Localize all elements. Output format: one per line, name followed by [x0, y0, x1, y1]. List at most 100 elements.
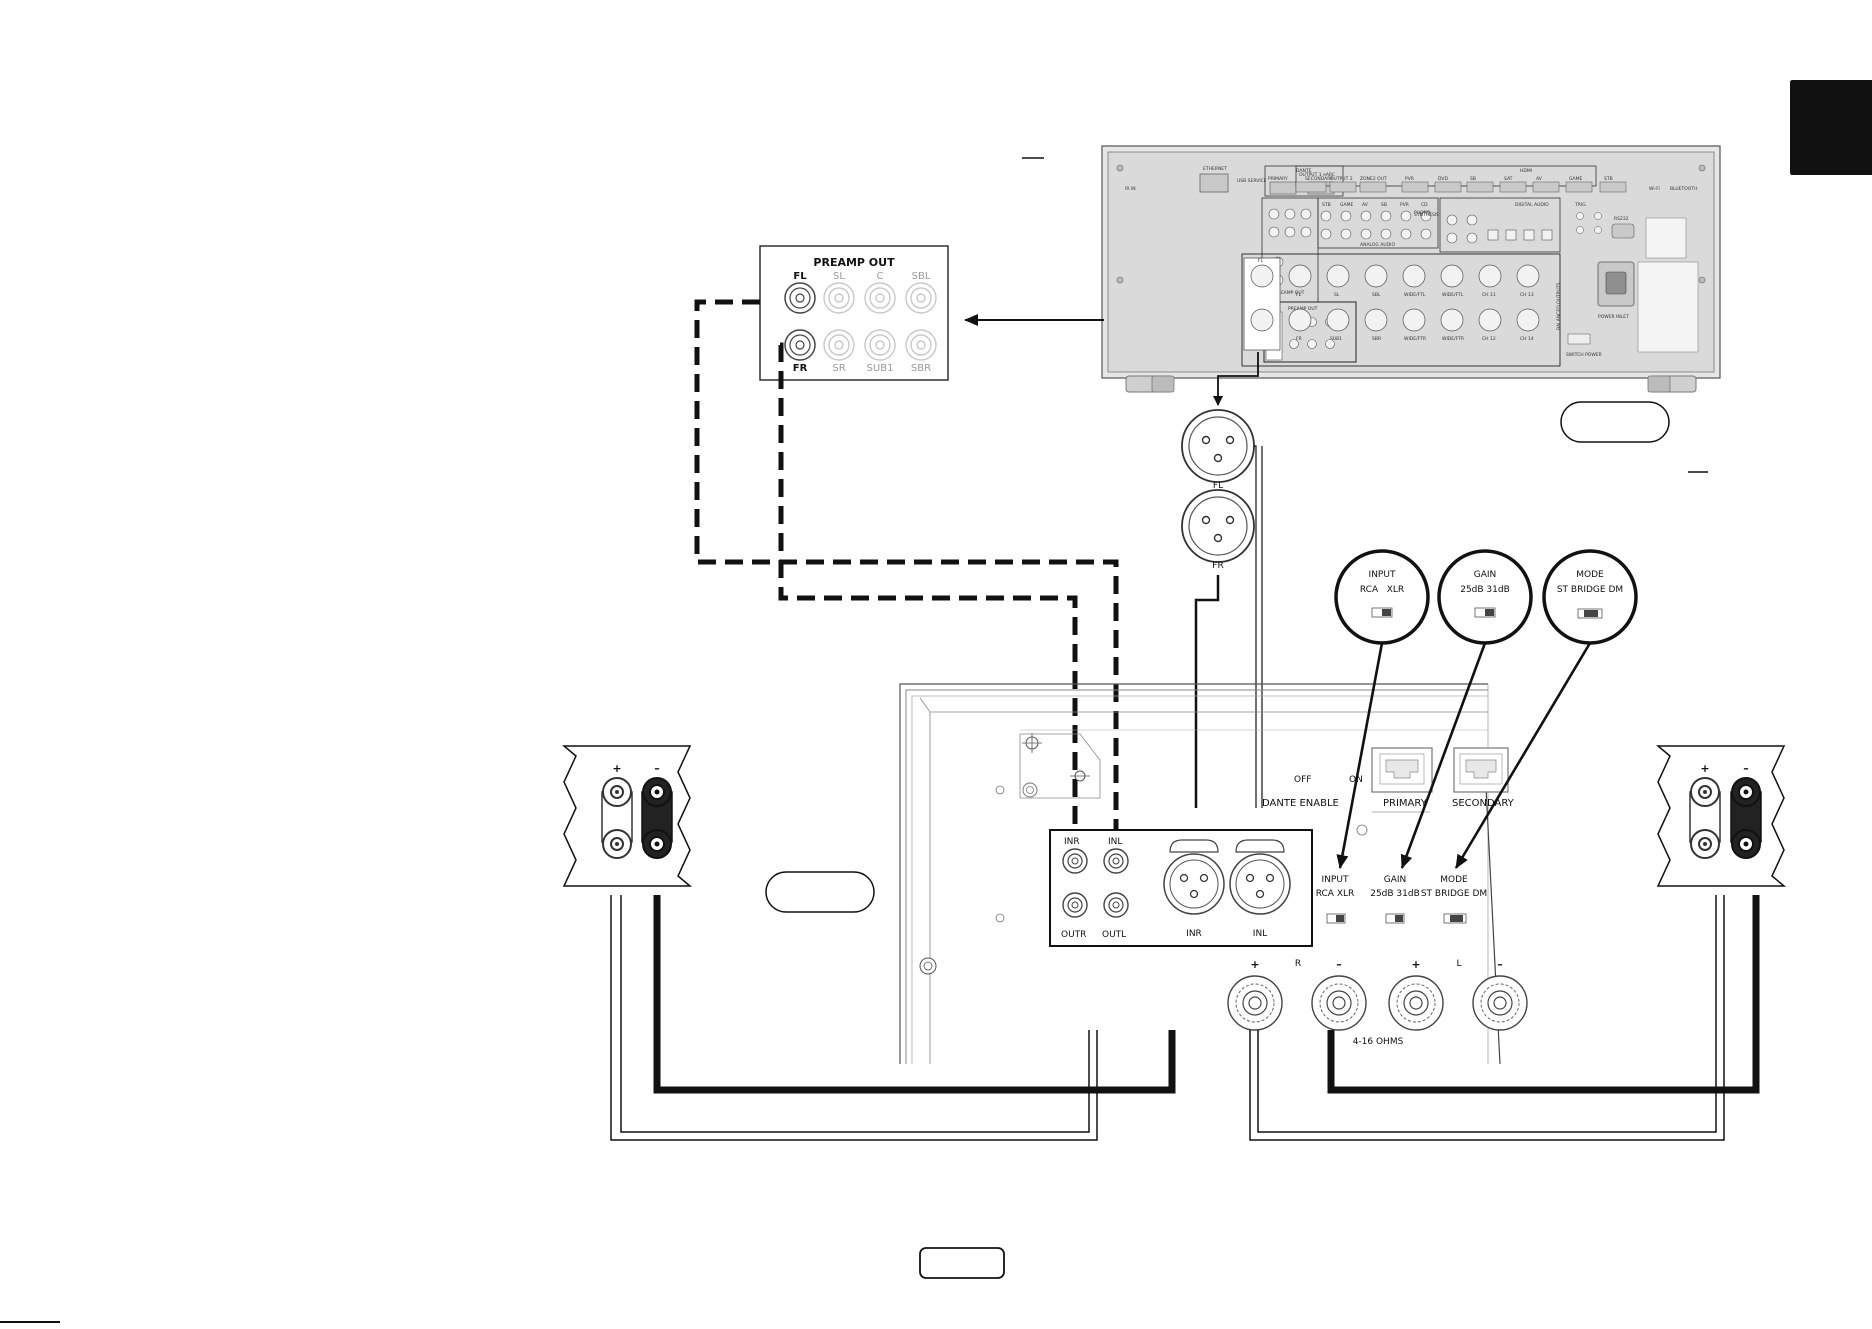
amp-rca-outr-jack[interactable]	[1062, 892, 1088, 918]
xlr-fr-connector[interactable]	[1181, 489, 1255, 563]
svg-text:STB: STB	[1604, 176, 1613, 182]
av-receiver-rear-panel: IR IN ETHERNET USB SERVICE DANTE PRIMARY…	[1101, 145, 1721, 393]
preamp-fr-jack[interactable]	[784, 329, 816, 361]
svg-text:WIDE/FTR: WIDE/FTR	[1442, 336, 1464, 342]
receiver-preamp-out-lower: PREAMP OUT	[1288, 306, 1318, 312]
right-speaker-plus-post-top[interactable]	[1690, 777, 1720, 807]
amplifier-pill-label	[765, 871, 875, 913]
input-callout-title: INPUT	[1369, 570, 1396, 580]
svg-text:AV: AV	[1362, 202, 1369, 208]
xlr-fr-label: FR	[1212, 561, 1223, 571]
preamp-out-callout: PREAMP OUT FL SL C SBL FR SR SUB1 SBR	[759, 245, 949, 381]
chapter-tab	[1790, 80, 1872, 175]
left-speaker-plus-label: +	[612, 762, 621, 775]
dante-primary-label: PRIMARY	[1383, 798, 1428, 809]
right-speaker-plus-label: +	[1700, 762, 1709, 775]
svg-text:DVD: DVD	[1438, 176, 1448, 182]
receiver-usb-label: USB SERVICE	[1237, 178, 1267, 184]
arrow-gain-callout	[1400, 642, 1487, 869]
right-speaker-terminal: + –	[1655, 745, 1787, 887]
svg-text:GAME: GAME	[1340, 202, 1353, 208]
amp-rca-inr-label: INR	[1064, 837, 1080, 847]
amp-xlr-inr-label: INR	[1186, 929, 1202, 939]
preamp-fl-jack[interactable]	[784, 282, 816, 314]
svg-text:SUB1: SUB1	[1330, 336, 1342, 342]
amp-l-plus-label: +	[1411, 958, 1420, 971]
amp-r-plus-label: +	[1250, 958, 1259, 971]
amp-xlr-inr-jack[interactable]	[1163, 839, 1225, 915]
rca-cable-fl	[694, 299, 1119, 845]
receiver-ethernet-port[interactable]	[1199, 173, 1229, 193]
left-speaker-plus-post-bottom[interactable]	[602, 829, 632, 859]
right-speaker-negative-cable	[1327, 895, 1760, 1094]
svg-text:SB: SB	[1470, 176, 1476, 182]
input-callout-options: RCA XLR	[1360, 585, 1404, 595]
svg-text:FR: FR	[1296, 336, 1302, 342]
left-speaker-minus-post-bottom[interactable]	[642, 829, 672, 859]
figure-number-box	[919, 1247, 1005, 1279]
right-speaker-minus-post-top[interactable]	[1731, 777, 1761, 807]
dante-off-label: OFF	[1294, 775, 1311, 785]
preamp-unused-jacks-bottom	[823, 329, 937, 361]
right-speaker-minus-post-bottom[interactable]	[1731, 829, 1761, 859]
amp-post-r-minus[interactable]	[1311, 975, 1367, 1031]
preamp-sbr-label: SBR	[911, 363, 931, 374]
left-speaker-plus-post-top[interactable]	[602, 777, 632, 807]
receiver-xlr-labels-bottom: FR SUB1 SBR WIDE/FTR WIDE/FTR CH 12 CH 1…	[1296, 336, 1534, 342]
arrow-receiver-to-xlr	[1213, 352, 1259, 406]
amp-gain-options: 25dB 31dB	[1370, 889, 1420, 899]
xlr-fl-cable	[1254, 445, 1263, 808]
svg-text:CH 12: CH 12	[1482, 336, 1496, 342]
amp-post-l-plus[interactable]	[1388, 975, 1444, 1031]
svg-text:GAME: GAME	[1569, 176, 1582, 182]
xlr-fl-connector[interactable]	[1181, 409, 1255, 483]
left-speaker-positive-cable	[610, 895, 1098, 1141]
amp-input-options: RCA XLR	[1316, 889, 1355, 899]
amp-mode-options: ST BRIDGE DM	[1421, 889, 1487, 899]
svg-text:CH 13: CH 13	[1520, 292, 1534, 298]
amp-rca-outl-jack[interactable]	[1103, 892, 1129, 918]
amp-rca-inl-jack[interactable]	[1103, 848, 1129, 874]
mode-callout-options: ST BRIDGE DM	[1557, 585, 1623, 595]
amp-post-r-plus[interactable]	[1227, 975, 1283, 1031]
receiver-power-inlet-label: POWER INLET	[1598, 314, 1629, 320]
receiver-digital-audio-label: DIGITAL AUDIO	[1515, 202, 1549, 208]
gain-callout-options: 25dB 31dB	[1460, 585, 1510, 595]
receiver-rs232-port[interactable]	[1611, 223, 1635, 239]
amp-rca-inr-jack[interactable]	[1062, 848, 1088, 874]
svg-text:WIDE/FTL: WIDE/FTL	[1442, 292, 1464, 298]
xlr-fl-label: FL	[1213, 481, 1223, 491]
svg-text:SB: SB	[1381, 202, 1387, 208]
preamp-fl-label: FL	[793, 271, 807, 282]
receiver-dante-primary: PRIMARY	[1268, 176, 1288, 182]
preamp-sr-label: SR	[832, 363, 845, 374]
right-speaker-plus-post-bottom[interactable]	[1690, 829, 1720, 859]
receiver-pill-label	[1560, 401, 1670, 443]
preamp-sbl-label: SBL	[912, 271, 931, 282]
amp-xlr-inl-label: INL	[1253, 929, 1267, 939]
receiver-brand: SYNTHESIS	[1414, 212, 1439, 218]
svg-text:WIDE/FTL: WIDE/FTL	[1404, 292, 1426, 298]
receiver-switch-power-label: SWITCH POWER	[1566, 352, 1602, 358]
amp-xlr-inl-jack[interactable]	[1229, 839, 1291, 915]
preamp-out-title: PREAMP OUT	[813, 256, 895, 269]
dante-secondary-label: SECONDARY	[1452, 798, 1515, 809]
mode-callout-title: MODE	[1576, 570, 1604, 580]
amp-rca-outl-label: OUTL	[1102, 930, 1126, 940]
receiver-wifi-label: Wi-Fi	[1649, 186, 1660, 192]
svg-text:ZONE2 OUT: ZONE2 OUT	[1360, 176, 1387, 182]
gain-callout-title: GAIN	[1474, 570, 1497, 580]
preamp-fr-label: FR	[793, 363, 808, 374]
svg-text:CH 14: CH 14	[1520, 336, 1534, 342]
dante-enable-label: DANTE ENABLE	[1262, 798, 1339, 809]
amp-mode-title: MODE	[1440, 875, 1468, 885]
svg-text:SL: SL	[1334, 292, 1340, 298]
receiver-trigger-label: TRIG	[1574, 202, 1586, 208]
left-speaker-minus-post-top[interactable]	[642, 777, 672, 807]
receiver-preamp-out-upper: PREAMP OUT	[1275, 290, 1305, 296]
amp-post-l-minus[interactable]	[1472, 975, 1528, 1031]
amp-rca-inl-label: INL	[1108, 837, 1122, 847]
svg-text:SBR: SBR	[1372, 336, 1381, 342]
receiver-ethernet-label: ETHERNET	[1203, 166, 1227, 172]
